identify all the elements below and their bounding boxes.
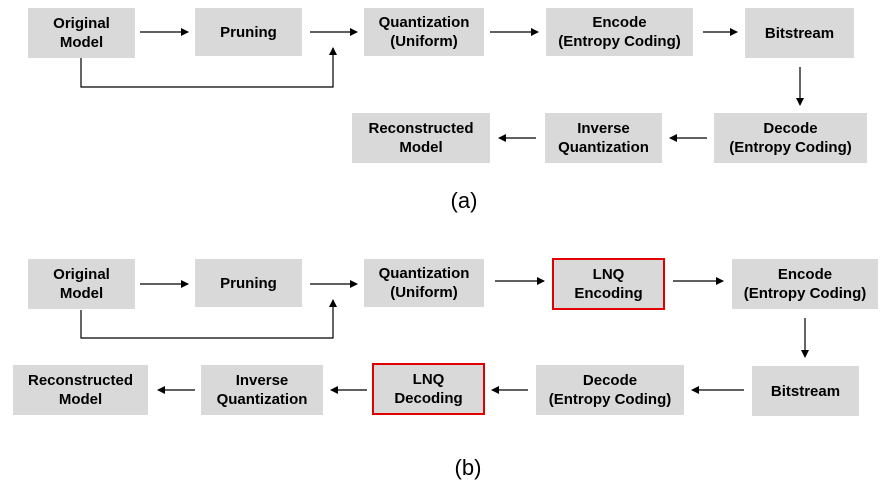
b-encode-box: Encode (Entropy Coding): [732, 259, 878, 309]
a-pruning-box: Pruning: [195, 8, 302, 56]
b-quantization-label: Quantization (Uniform): [378, 265, 470, 301]
b-bitstream-label: Bitstream: [770, 382, 841, 400]
a-decode-label: Decode (Entropy Coding): [729, 120, 852, 156]
a-bitstream-label: Bitstream: [764, 24, 835, 42]
b-inverse-quantization-label: Inverse Quantization: [216, 372, 308, 408]
a-encode-label: Encode (Entropy Coding): [558, 14, 681, 50]
a-reconstructed-model-box: Reconstructed Model: [352, 113, 490, 163]
b-lnq-encoding-label: LNQ Encoding: [574, 266, 643, 302]
a-decode-box: Decode (Entropy Coding): [714, 113, 867, 163]
b-reconstructed-model-label: Reconstructed Model: [27, 372, 134, 408]
b-quantization-box: Quantization (Uniform): [364, 259, 484, 307]
a-pruning-label: Pruning: [220, 23, 277, 41]
b-decode-box: Decode (Entropy Coding): [536, 365, 684, 415]
a-inverse-quantization-label: Inverse Quantization: [558, 120, 649, 156]
b-bitstream-box: Bitstream: [752, 366, 859, 416]
b-original-model-label: Original Model: [53, 266, 110, 302]
a-inverse-quantization-box: Inverse Quantization: [545, 113, 662, 163]
b-inverse-quantization-box: Inverse Quantization: [201, 365, 323, 415]
b-pruning-box: Pruning: [195, 259, 302, 307]
b-encode-label: Encode (Entropy Coding): [743, 266, 867, 302]
b-caption: (b): [454, 455, 482, 480]
b-lnq-decoding-label: LNQ Decoding: [394, 371, 463, 407]
b-decode-label: Decode (Entropy Coding): [548, 372, 672, 408]
b-lnq-encoding-box: LNQ Encoding: [552, 258, 665, 310]
b-original-model-box: Original Model: [28, 259, 135, 309]
b-lnq-decoding-box: LNQ Decoding: [372, 363, 485, 415]
a-quantization-box: Quantization (Uniform): [364, 8, 484, 56]
a-original-model-box: Original Model: [28, 8, 135, 58]
arrow-b-skip-original-to-quantization: [80, 299, 337, 339]
b-reconstructed-model-box: Reconstructed Model: [13, 365, 148, 415]
a-caption: (a): [450, 188, 478, 213]
b-pruning-label: Pruning: [220, 274, 277, 292]
a-reconstructed-model-label: Reconstructed Model: [368, 120, 474, 156]
a-original-model-label: Original Model: [53, 15, 110, 51]
a-encode-box: Encode (Entropy Coding): [546, 8, 693, 56]
arrow-a-skip-original-to-quantization: [80, 47, 337, 88]
a-quantization-label: Quantization (Uniform): [378, 14, 470, 50]
a-bitstream-box: Bitstream: [745, 8, 854, 58]
